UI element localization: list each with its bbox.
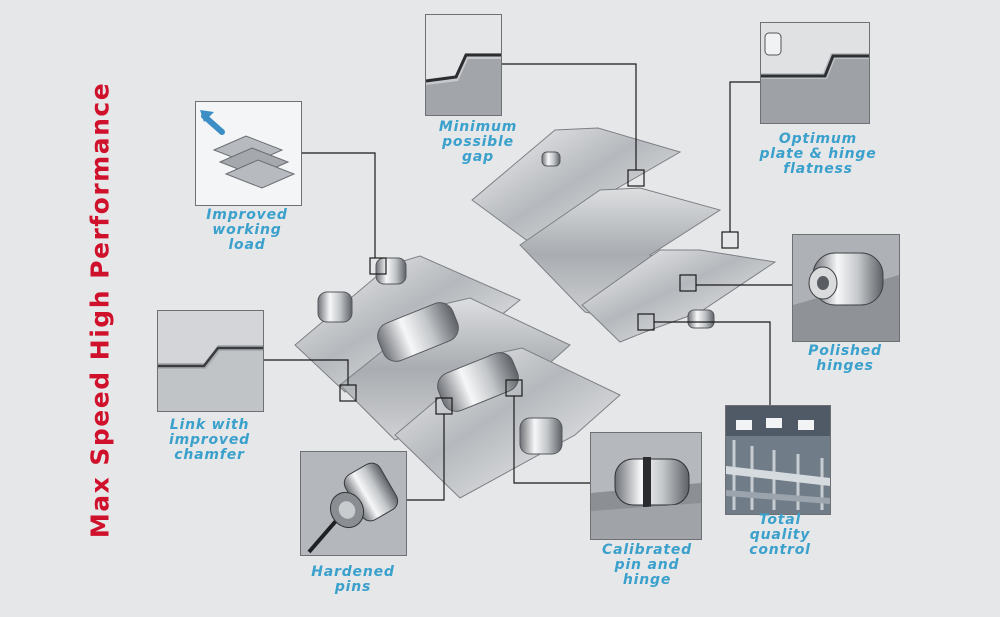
label-hardened-pins: Hardened pins	[311, 564, 395, 595]
thumb-minimum-gap	[425, 14, 502, 116]
label-minimum-gap: Minimum possible gap	[438, 119, 518, 165]
leader-lines	[262, 63, 792, 501]
hinge-pin-2	[437, 352, 519, 412]
leader-min-gap	[500, 63, 637, 170]
right-plate-3	[581, 249, 777, 343]
thumb-hardened-pins	[300, 451, 407, 556]
leader-calibrated	[513, 396, 590, 484]
left-knuckle-bottom	[519, 417, 563, 455]
left-plate-3	[394, 347, 621, 499]
left-knuckle-side	[317, 291, 353, 323]
label-quality-control: Total quality control	[749, 512, 811, 558]
thumb-calibrated	[590, 432, 702, 540]
thumb-chamfer	[157, 310, 264, 412]
leader-quality	[654, 321, 771, 405]
thumb-polished-hinges	[792, 234, 900, 342]
marker-working-load	[369, 257, 387, 275]
label-calibrated-pin: Calibrated pin and hinge	[602, 542, 692, 588]
label-flatness: Optimum plate & hinge flatness	[759, 131, 877, 177]
right-knuckle-2	[687, 309, 715, 329]
right-knuckle-1	[541, 151, 561, 167]
right-chain	[471, 127, 777, 343]
leader-chamfer	[262, 359, 349, 385]
left-chain	[294, 255, 621, 499]
leader-flatness	[729, 81, 760, 232]
marker-polished	[679, 274, 697, 292]
leader-working-load	[300, 152, 376, 258]
page-title: Max Speed High Performance	[85, 81, 115, 539]
leader-hardened-pin	[405, 414, 445, 501]
hinge-pin-1	[377, 302, 459, 362]
label-chamfer: Link with improved chamfer	[169, 417, 250, 463]
thumb-flatness	[760, 22, 870, 124]
thumb-quality-control	[725, 405, 831, 515]
label-working-load: Improved working load	[206, 207, 288, 253]
marker-flatness	[721, 231, 739, 249]
arrow-icon	[200, 110, 225, 135]
thumb-working-load	[195, 101, 302, 206]
label-polished-hinges: Polished hinges	[808, 343, 882, 374]
left-knuckle-top	[375, 257, 407, 285]
